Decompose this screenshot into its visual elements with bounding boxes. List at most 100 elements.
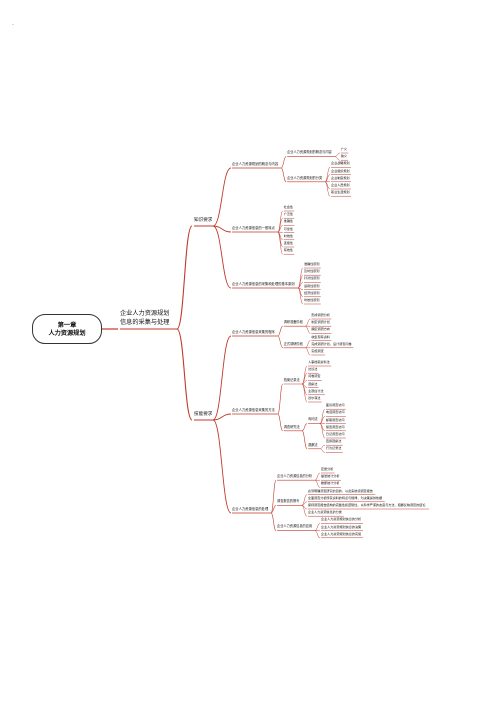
leaf-node: 推断统计分析 bbox=[320, 481, 340, 486]
leaf-node: 经济性原则 bbox=[303, 290, 320, 295]
leaf-node: 主观估计法 bbox=[308, 388, 324, 393]
subtopic-node: 企业人力资源规划的概念与内容 bbox=[287, 150, 332, 155]
connector-line bbox=[305, 340, 311, 349]
connector-line bbox=[277, 231, 284, 255]
connector-line bbox=[319, 423, 326, 439]
leaf-node: 问卷调查 bbox=[308, 374, 321, 379]
leaf-node: 有效性 bbox=[283, 248, 294, 253]
connector-line bbox=[324, 167, 331, 183]
leaf-node: 人事档案资料法 bbox=[308, 359, 330, 364]
leaf-node: 观察法 bbox=[308, 381, 318, 386]
leaf-node: 职业生涯规划 bbox=[331, 190, 350, 195]
leaf-node: 直接观察法 bbox=[325, 439, 342, 444]
connector-line bbox=[305, 325, 311, 334]
central-topic: 第一章 人力资源规划 bbox=[32, 314, 102, 344]
leaf-node: 面谈调查访问 bbox=[325, 403, 345, 408]
leaf-node: 实施调查 bbox=[311, 348, 324, 353]
connector-line bbox=[212, 225, 232, 289]
connector-line bbox=[324, 181, 331, 197]
connector-line bbox=[280, 156, 287, 169]
leaf-node: 针对性原则 bbox=[303, 276, 320, 281]
subtopic-node: 观察法 bbox=[308, 442, 318, 447]
topic-node: 企业人力资源信息采集的程序 bbox=[232, 329, 275, 334]
leaf-node: 及时性原则 bbox=[303, 269, 320, 274]
connector-line bbox=[301, 505, 307, 517]
connector-line bbox=[314, 472, 321, 481]
connector-line bbox=[319, 408, 326, 424]
connector-line bbox=[277, 325, 283, 337]
connector-line bbox=[280, 167, 287, 183]
connector-line bbox=[319, 444, 325, 450]
leaf-node: 企业人员规划 bbox=[331, 182, 350, 187]
leaf-node: 电话调查访问 bbox=[325, 410, 345, 415]
leaf-node: 访谈法 bbox=[308, 367, 318, 372]
leaf-node: 时效性原则 bbox=[303, 297, 320, 302]
connector-line bbox=[270, 512, 277, 531]
topic-node: 企业人力资源规划的概念与内容 bbox=[232, 161, 279, 166]
connector-line bbox=[305, 318, 311, 327]
leaf-node: 必须明确调查研究的目的，以此来统领调查报告 bbox=[307, 488, 373, 493]
connector-line bbox=[270, 479, 277, 514]
topic-node: 企业人力资源信息的处理 bbox=[232, 506, 269, 511]
connector-line bbox=[334, 156, 340, 161]
leaf-node: 企业人力资源规划信息的分析 bbox=[320, 517, 362, 522]
main-topic-line1: 企业人力资源规划 bbox=[120, 309, 170, 317]
connector-line bbox=[270, 505, 277, 514]
leaf-node: 定量分析 bbox=[320, 466, 334, 471]
leaf-node: 广义 bbox=[340, 146, 347, 151]
leaf-node: 连续性 bbox=[283, 240, 294, 245]
subtopic-node: 调查研究法 bbox=[283, 424, 300, 429]
connector-line bbox=[277, 383, 284, 415]
leaf-node: 企业组织规划 bbox=[331, 168, 350, 173]
leaf-node: 企业战略规划 bbox=[331, 161, 350, 166]
connector-line bbox=[301, 430, 308, 450]
leaf-node: 企业人力资源信息的分类 bbox=[307, 510, 342, 515]
connector-line bbox=[297, 287, 304, 305]
leaf-node: 企业人力资源规划信息的实施 bbox=[320, 531, 362, 536]
leaf-node: 描述统计分析 bbox=[320, 474, 340, 479]
subtopic-node: 企业人力资源信息的应用 bbox=[277, 524, 313, 529]
connector-line bbox=[212, 413, 232, 421]
leaf-node: 保持调查报告结构的完整性和逻辑性，以科学严谨的态度与方法，把握反映调查的结论 bbox=[307, 502, 426, 507]
branch-label: 技能要求 bbox=[194, 412, 213, 418]
connector-line bbox=[305, 347, 311, 356]
leaf-node: 邮寄调查访问 bbox=[325, 417, 345, 422]
connector-line bbox=[334, 152, 340, 157]
connector-line bbox=[314, 479, 321, 488]
leaf-node: 企业制度规划 bbox=[331, 175, 350, 180]
connector-line bbox=[212, 335, 232, 421]
leaf-node: 狭义 bbox=[340, 154, 347, 159]
connector-line bbox=[212, 225, 232, 233]
leaf-node: 全面调查分析所获资料的特点与规律，为决策提供依据 bbox=[307, 495, 383, 500]
connector-line bbox=[301, 383, 308, 403]
subtopic-node: 询问法 bbox=[308, 417, 318, 422]
central-topic-line1: 第一章 bbox=[57, 322, 77, 329]
connector-line bbox=[319, 448, 325, 453]
connector-line bbox=[277, 413, 284, 432]
leaf-node: 形成调研分析 bbox=[311, 312, 330, 317]
connector-line bbox=[301, 423, 308, 432]
central-topic-line2: 人力资源规划 bbox=[48, 330, 86, 337]
connector-line bbox=[176, 225, 193, 330]
connector-line bbox=[176, 328, 193, 421]
connector-line bbox=[314, 530, 321, 539]
leaf-node: 时效性 bbox=[283, 233, 294, 238]
leaf-node: 适用性原则 bbox=[303, 283, 320, 288]
leaf-node: 日记调查访问 bbox=[325, 431, 345, 436]
subtopic-node: 正式调研阶段 bbox=[283, 341, 303, 346]
subtopic-node: 调研准备阶段 bbox=[283, 320, 303, 324]
corner-mark: - bbox=[12, 22, 14, 28]
topic-node: 企业人力资源信息的一般特点 bbox=[232, 225, 275, 230]
subtopic-node: 档案记录法 bbox=[283, 377, 300, 382]
leaf-node: 准确性原则 bbox=[303, 261, 320, 266]
leaf-node: 确定调研方向 bbox=[311, 327, 330, 332]
connector-line bbox=[277, 335, 283, 349]
subtopic-node: 企业人力资源信息的分析 bbox=[277, 474, 313, 478]
connector-line bbox=[301, 365, 308, 385]
connector-line bbox=[212, 419, 232, 514]
leaf-node: 德尔菲法 bbox=[308, 395, 321, 400]
topic-node: 企业人力资源信息的采集和处理的基本原则 bbox=[232, 281, 295, 286]
leaf-node: 准确性 bbox=[283, 219, 294, 224]
leaf-node: 可靠性 bbox=[283, 226, 294, 231]
